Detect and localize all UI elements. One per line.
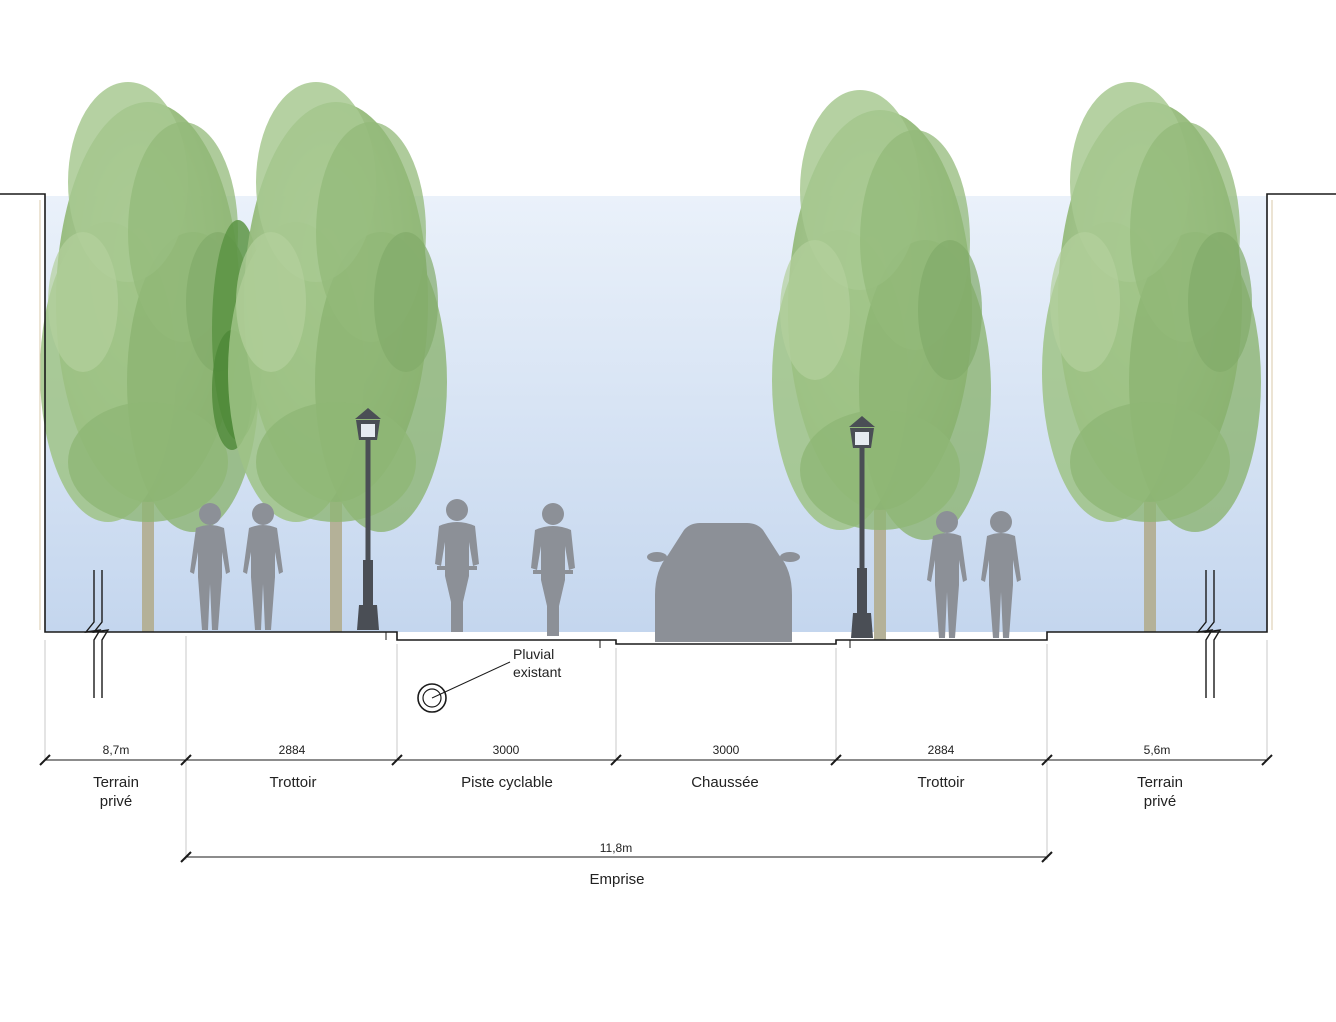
zone-terrain-left-line2: privé [100,793,133,810]
zone-terrain-right-line1: Terrain [1137,774,1183,791]
zone-chaussee: Chaussée [691,774,759,791]
dim-piste-cyclable: 3000 [493,743,520,757]
extension-lines [44,636,1268,860]
ground-profile [0,193,1336,645]
pluvial-pipe-icon [417,661,511,713]
dim-trottoir-left: 2884 [279,743,306,757]
zone-terrain-right-line2: privé [1144,793,1177,810]
zone-emprise: Emprise [589,871,644,888]
curb-ticks [385,632,851,648]
dim-trottoir-right: 2884 [928,743,955,757]
car-silhouette [647,523,800,642]
dim-terrain-left: 8,7m [103,743,130,757]
break-symbol-left [84,570,110,698]
dim-emprise: 11,8m [600,841,632,855]
zone-piste-cyclable: Piste cyclable [461,774,553,791]
zone-trottoir-right: Trottoir [918,774,965,791]
break-symbol-right [1196,570,1222,698]
zone-trottoir-left: Trottoir [270,774,317,791]
dim-chaussee: 3000 [713,743,740,757]
pluvial-label-line1: Pluvial [513,646,554,662]
dim-terrain-right: 5,6m [1144,743,1171,757]
zone-terrain-left-line1: Terrain [93,774,139,791]
dimension-line-emprise [180,851,1053,863]
wall-hatching [39,200,1273,630]
pluvial-label-line2: existant [513,664,561,680]
dimension-line-main [39,754,1273,766]
